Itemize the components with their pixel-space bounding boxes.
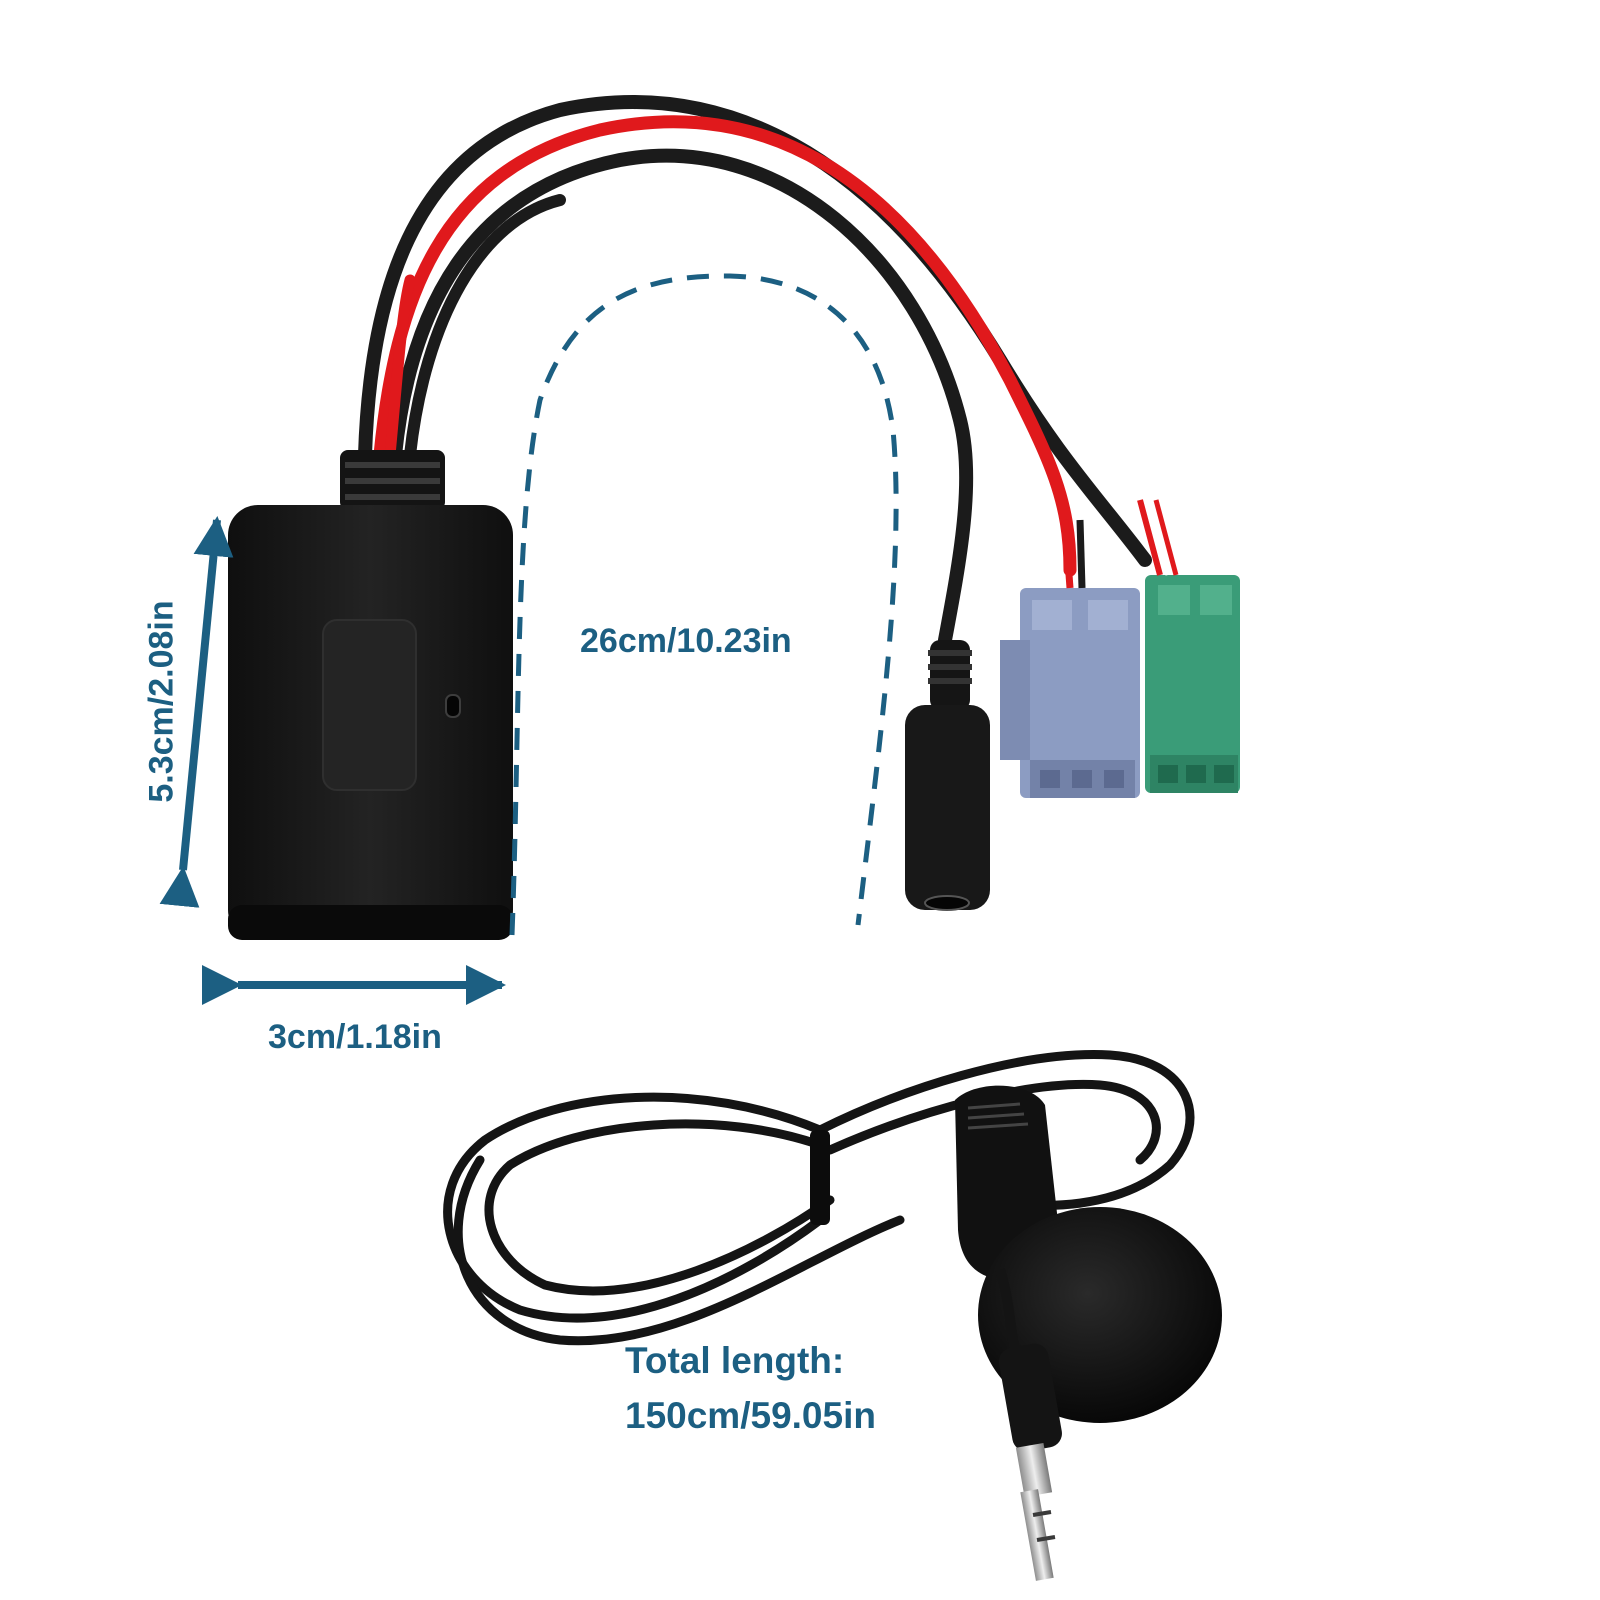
audio-jack-icon — [995, 1268, 1062, 1581]
total-length-value: 150cm/59.05in — [625, 1395, 876, 1436]
height-label: 5.3cm/2.08in — [142, 600, 181, 803]
module-strain-relief — [340, 450, 445, 510]
cable-length-label: 26cm/10.23in — [580, 622, 792, 660]
bluetooth-module-icon — [228, 505, 513, 940]
audio-jack-socket — [905, 640, 990, 911]
harness-cables — [358, 95, 1152, 647]
width-label: 3cm/1.18in — [268, 1018, 442, 1056]
microphone-cable-coil — [443, 1050, 1195, 1346]
blue-connector — [1000, 588, 1140, 798]
total-length-label: Total length: — [625, 1340, 845, 1381]
height-arrow — [159, 516, 234, 908]
cable-tie — [810, 1130, 830, 1225]
cable-length-dashed-line — [509, 273, 899, 936]
connector-wires — [1061, 499, 1179, 589]
green-connector — [1145, 575, 1240, 793]
